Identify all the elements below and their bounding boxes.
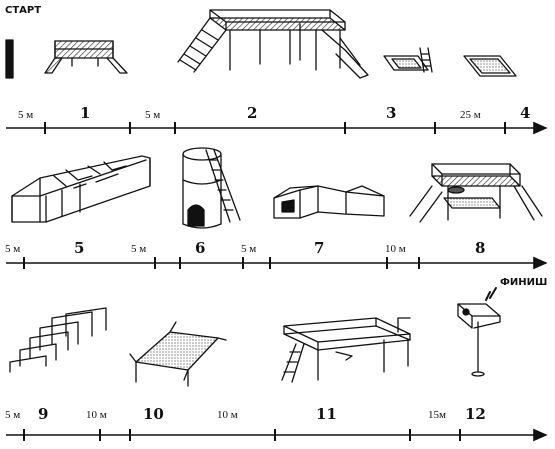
obstacle-3-illustration [383,47,433,73]
segment-distance-label: 5 м [131,243,147,255]
segment-distance-label: 5 м [241,243,257,255]
station-number: 11 [316,405,337,423]
segment-distance-label: 25 м [460,109,481,121]
station-number: 2 [247,104,258,122]
station-number: 1 [80,104,91,122]
station-number: 4 [520,104,531,122]
obstacle-8-illustration [409,163,543,223]
obstacle-1-illustration [44,40,128,74]
obstacle-5-illustration [11,155,151,223]
obstacle-10-illustration [129,321,227,387]
segment-distance-label: 10 м [86,409,107,421]
finish-label: ФИНИШ [500,277,548,288]
segment-distance-label: 5 м [5,243,21,255]
station-number: 3 [386,104,397,122]
station-number: 7 [314,239,325,257]
obstacle-6-illustration [182,147,241,229]
station-number: 9 [38,405,49,423]
obstacle-9-illustration [9,307,107,373]
obstacle-7-illustration [273,185,385,219]
segment-distance-label: 15м [428,409,446,421]
station-number: 12 [465,405,486,423]
start-post-illustration [5,39,14,79]
obstacle-12-illustration [457,287,501,377]
station-number: 10 [143,405,164,423]
station-number: 6 [195,239,206,257]
obstacle-11-illustration [281,317,411,383]
segment-distance-label: 10 м [385,243,406,255]
obstacle-2-illustration [177,9,369,79]
station-number: 5 [74,239,85,257]
segment-distance-label: 5 м [18,109,34,121]
segment-distance-label: 5 м [5,409,21,421]
obstacle-4-illustration [463,55,517,77]
start-label: СТАРТ [5,5,42,16]
segment-distance-label: 10 м [217,409,238,421]
segment-distance-label: 5 м [145,109,161,121]
station-number: 8 [475,239,486,257]
